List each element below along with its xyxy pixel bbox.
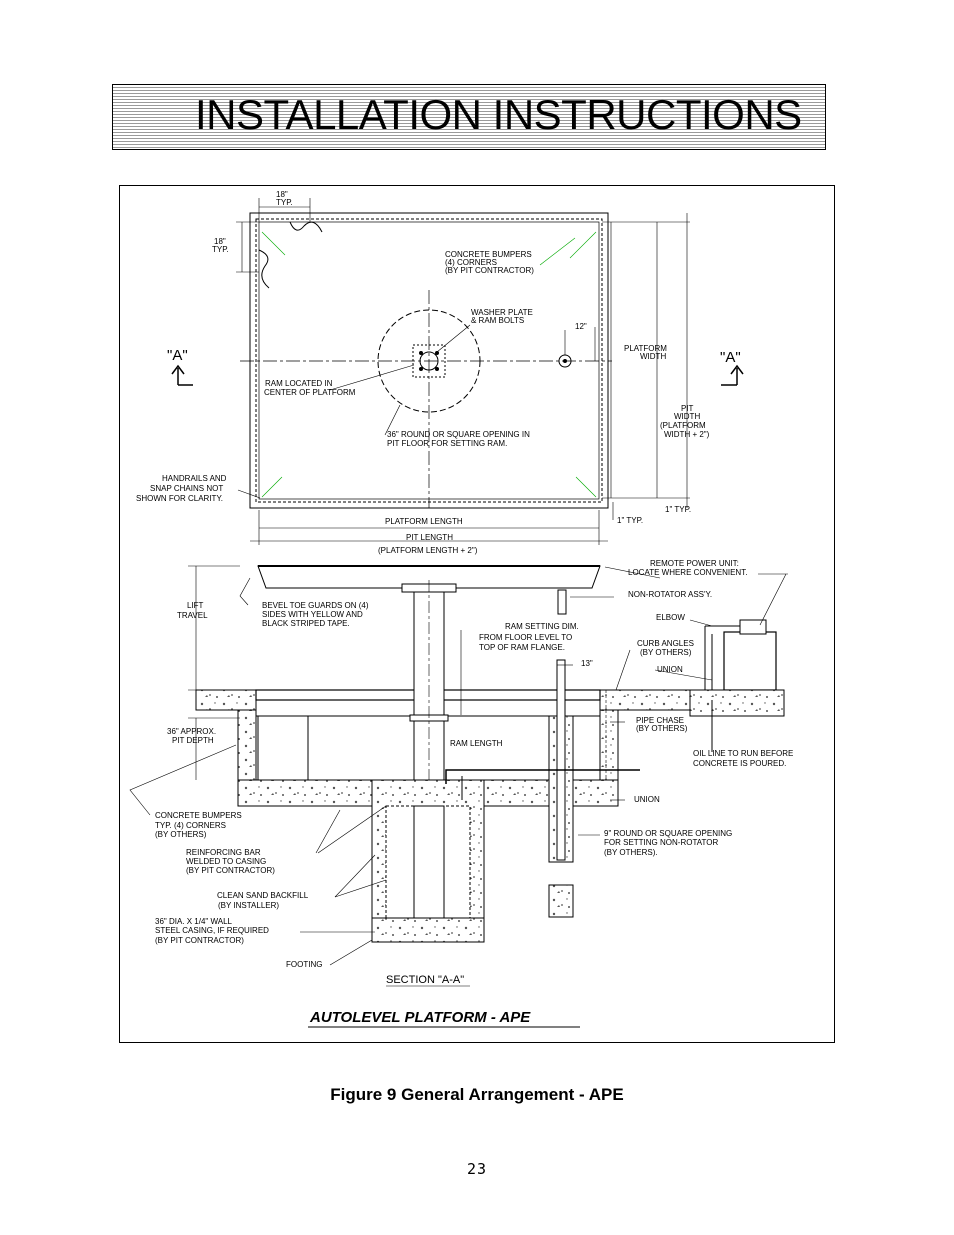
pit-length-1: PIT LENGTH	[406, 533, 453, 542]
sand-2: (BY INSTALLER)	[218, 901, 279, 910]
bumpers-label-1: CONCRETE BUMPERS	[445, 250, 532, 259]
figure-caption: Figure 9 General Arrangement - APE	[330, 1085, 624, 1104]
pit-length-2: (PLATFORM LENGTH + 2")	[378, 546, 478, 555]
bumpers2-3: (BY OTHERS)	[155, 830, 207, 839]
dim-typ-top: TYP.	[276, 198, 293, 207]
dim-1-typ-bottom: 1" TYP.	[617, 516, 643, 525]
remote-power-1: REMOTE POWER UNIT:	[650, 559, 739, 568]
union-bottom: UNION	[634, 795, 660, 804]
oil-line-1: OIL LINE TO RUN BEFORE	[693, 749, 793, 758]
drawing-frame	[119, 185, 835, 1043]
pipe-chase-1: PIPE CHASE	[636, 716, 684, 725]
opening9-2: FOR SETTING NON-ROTATOR	[604, 838, 718, 847]
opening36-2: PIT FLOOR FOR SETTING RAM.	[387, 439, 507, 448]
opening9-3: (BY OTHERS).	[604, 848, 658, 857]
pit-width-4: WIDTH + 2")	[664, 430, 710, 439]
casing-3: (BY PIT CONTRACTOR)	[155, 936, 244, 945]
header-banner: INSTALLATION INSTRUCTIONS	[112, 84, 826, 150]
rebar-1: REINFORCING BAR	[186, 848, 261, 857]
platform-length: PLATFORM LENGTH	[385, 517, 463, 526]
elbow-label: ELBOW	[656, 613, 685, 622]
section-view	[129, 565, 788, 966]
footing-label: FOOTING	[286, 960, 322, 969]
dim-18-typ-left: 18"	[214, 237, 226, 246]
section-aa-label: SECTION "A-A"	[386, 974, 464, 986]
pit-depth-1: 36" APPROX.	[167, 727, 216, 736]
washer-label-1: WASHER PLATE	[471, 308, 533, 317]
section-marker-left: "A"	[167, 347, 188, 364]
ram-setting-1: RAM SETTING DIM.	[505, 622, 579, 631]
platform-width-1: PLATFORM	[624, 344, 667, 353]
sand-1: CLEAN SAND BACKFILL	[217, 891, 309, 900]
ram-setting-3: TOP OF RAM FLANGE.	[479, 643, 565, 652]
bumpers-label-2: (4) CORNERS	[445, 258, 497, 267]
section-labels: REMOTE POWER UNIT: LOCATE WHERE CONVENIE…	[155, 559, 793, 987]
washer-label-2: & RAM BOLTS	[471, 316, 524, 325]
pit-depth-2: PIT DEPTH	[172, 736, 214, 745]
pit-width-2: WIDTH	[674, 412, 700, 421]
handrails-1: HANDRAILS AND	[162, 474, 227, 483]
opening36-1: 36" ROUND OR SQUARE OPENING IN	[387, 430, 530, 439]
non-rotator-label: NON-ROTATOR ASS'Y.	[628, 590, 712, 599]
platform-width-2: WIDTH	[640, 352, 666, 361]
plan-labels: 18" TYP. 18" TYP. CONCRETE BUMPERS (4) C…	[136, 190, 741, 555]
model-title: AUTOLEVEL PLATFORM - APE	[309, 1009, 531, 1026]
page-number: 23	[466, 1160, 488, 1178]
pipe-chase-2: (BY OTHERS)	[636, 724, 688, 733]
dim-18-typ-top: 18"	[276, 190, 288, 199]
handrails-3: SHOWN FOR CLARITY.	[136, 494, 223, 503]
oil-line-2: CONCRETE IS POURED.	[693, 759, 786, 768]
dim-1-typ-right: 1" TYP.	[665, 505, 691, 514]
curb-angles-1: CURB ANGLES	[637, 639, 694, 648]
ram-length: RAM LENGTH	[450, 739, 503, 748]
page-title: INSTALLATION INSTRUCTIONS	[195, 91, 802, 138]
dim-typ-left: TYP.	[212, 245, 229, 254]
plan-view	[171, 198, 744, 545]
section-marker-right: "A"	[720, 349, 741, 366]
rebar-3: (BY PIT CONTRACTOR)	[186, 866, 275, 875]
pit-width-1: PIT	[681, 404, 694, 413]
curb-angles-2: (BY OTHERS)	[640, 648, 692, 657]
ram-setting-2: FROM FLOOR LEVEL TO	[479, 633, 572, 642]
bumpers-label-3: (BY PIT CONTRACTOR)	[445, 266, 534, 275]
bevel-1: BEVEL TOE GUARDS ON (4)	[262, 601, 369, 610]
dim-13: 13"	[581, 659, 593, 668]
dim-12: 12"	[575, 322, 587, 331]
lift-travel-1: LIFT	[187, 601, 204, 610]
union-top: UNION	[657, 665, 683, 674]
handrails-2: SNAP CHAINS NOT	[150, 484, 223, 493]
opening9-1: 9" ROUND OR SQUARE OPENING	[604, 829, 732, 838]
casing-2: STEEL CASING, IF REQUIRED	[155, 926, 269, 935]
rebar-2: WELDED TO CASING	[186, 857, 266, 866]
pit-width-3: (PLATFORM	[660, 421, 706, 430]
casing-1: 36" DIA. X 1/4" WALL	[155, 917, 233, 926]
bevel-3: BLACK STRIPED TAPE.	[262, 619, 350, 628]
bumpers2-1: CONCRETE BUMPERS	[155, 811, 242, 820]
ram-center-2: CENTER OF PLATFORM	[264, 388, 356, 397]
lift-travel-2: TRAVEL	[177, 611, 208, 620]
bevel-2: SIDES WITH YELLOW AND	[262, 610, 363, 619]
ram-center-1: RAM LOCATED IN	[265, 379, 333, 388]
remote-power-2: LOCATE WHERE CONVENIENT.	[628, 568, 747, 577]
bumpers2-2: TYP. (4) CORNERS	[155, 821, 226, 830]
